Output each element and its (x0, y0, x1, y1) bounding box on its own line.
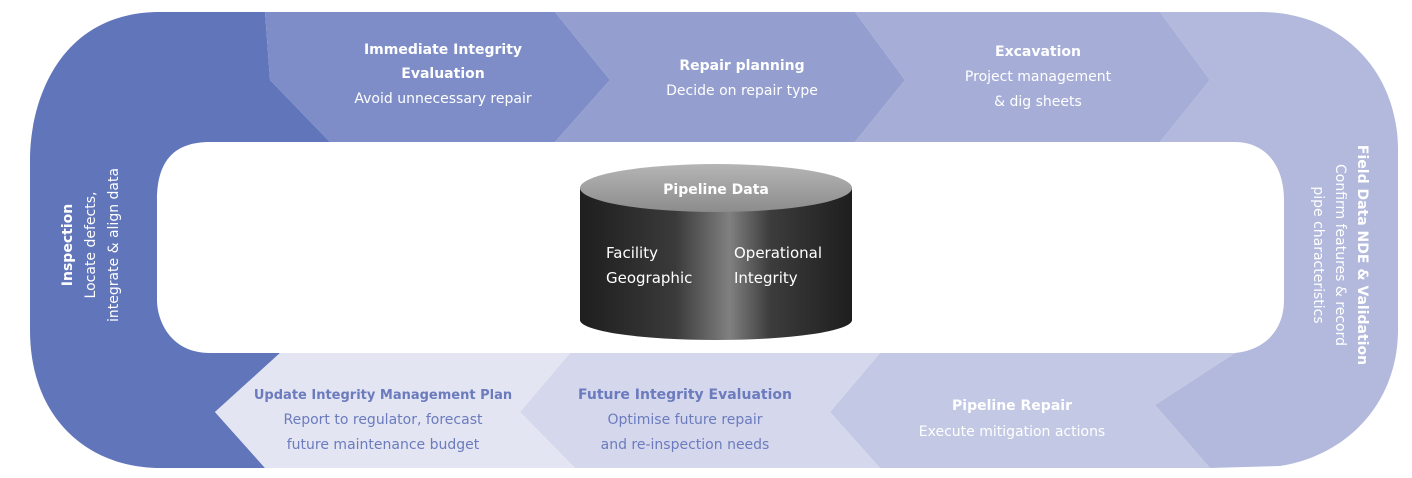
update-plan-desc-line2: future maintenance budget (287, 437, 480, 453)
update-plan-segment (215, 353, 575, 468)
inspection-desc-line2: integrate & align data (106, 168, 122, 322)
field-data-segment (1155, 12, 1398, 468)
center-left-line2: Geographic (606, 269, 692, 287)
repair-planning-segment (555, 12, 905, 142)
immediate-title-line1: Immediate Integrity (364, 42, 522, 58)
field-data-desc-line2: pipe characteristics (1310, 186, 1326, 323)
immediate-desc: Avoid unnecessary repair (354, 91, 531, 107)
excavation-desc-line1: Project management (965, 69, 1112, 85)
excavation-segment (855, 12, 1210, 142)
pipeline-repair-desc: Execute mitigation actions (919, 424, 1105, 440)
future-desc-line1: Optimise future repair (607, 412, 762, 428)
immediate-title-line2: Evaluation (401, 66, 484, 82)
center-right-line2: Integrity (734, 269, 798, 287)
repair-planning-title: Repair planning (679, 58, 804, 74)
future-evaluation-segment (520, 353, 880, 468)
inspection-desc-line1: Locate defects, (83, 192, 99, 299)
pipeline-repair-title: Pipeline Repair (952, 398, 1072, 414)
inspection-title: Inspection (60, 204, 76, 286)
excavation-title: Excavation (995, 44, 1081, 60)
center-right-line1: Operational (734, 244, 822, 262)
field-data-title: Field Data NDE & Validation (1354, 145, 1370, 365)
pipeline-data-title: Pipeline Data (663, 182, 769, 198)
pipeline-data-cylinder (580, 164, 852, 340)
future-title: Future Integrity Evaluation (578, 387, 792, 403)
inspection-segment (30, 12, 330, 468)
center-left-line1: Facility (606, 244, 658, 262)
future-desc-line2: and re-inspection needs (601, 437, 770, 453)
repair-planning-desc: Decide on repair type (666, 83, 818, 99)
pipeline-repair-segment (830, 353, 1235, 468)
update-plan-title: Update Integrity Management Plan (254, 388, 512, 403)
update-plan-desc-line1: Report to regulator, forecast (284, 412, 483, 428)
field-data-desc-line1: Confirm features & record (1332, 164, 1348, 346)
excavation-desc-line2: & dig sheets (994, 94, 1082, 110)
immediate-evaluation-segment (265, 12, 610, 142)
